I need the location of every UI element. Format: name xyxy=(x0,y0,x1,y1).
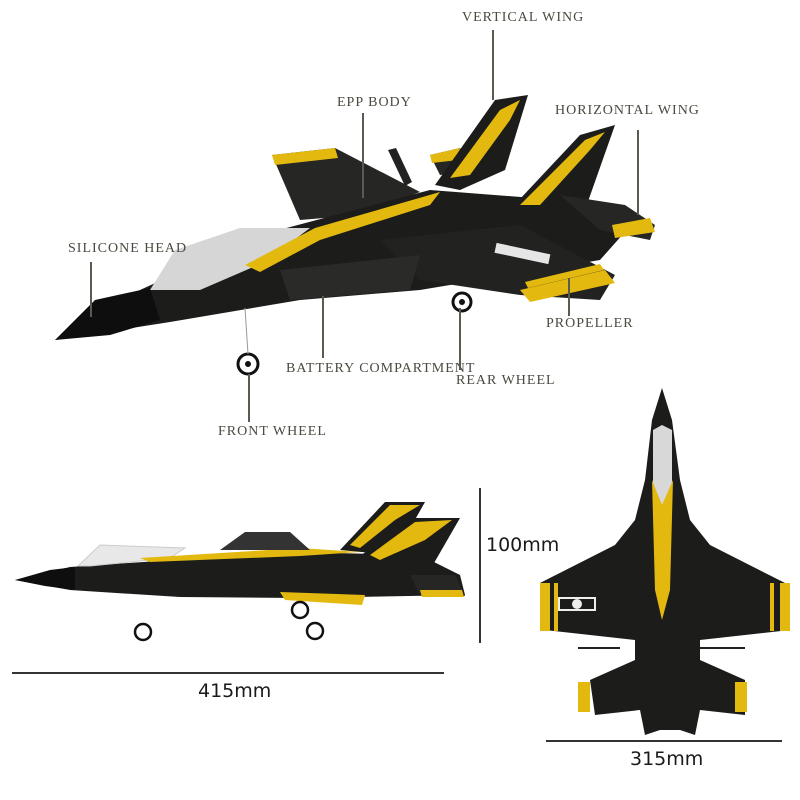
callout-battery-compartment: BATTERY COMPARTMENT xyxy=(286,361,476,376)
leader-battery-compartment xyxy=(322,296,324,358)
leader-horizontal-wing xyxy=(637,130,639,215)
height-dimension-line xyxy=(479,488,481,643)
leader-silicone-head xyxy=(90,262,92,317)
callout-propeller: PROPELLER xyxy=(546,316,634,331)
leader-rear-wheel xyxy=(459,308,461,370)
height-dimension-label: 100mm xyxy=(486,534,560,556)
top-view-jet-image xyxy=(540,388,790,735)
side-view-jet-image xyxy=(15,502,465,642)
wingspan-dimension-label: 315mm xyxy=(630,748,704,770)
length-dimension-label: 415mm xyxy=(198,680,272,702)
length-dimension-line xyxy=(12,672,444,674)
leader-front-wheel xyxy=(248,374,250,422)
callout-front-wheel: FRONT WHEEL xyxy=(218,424,327,439)
callout-vertical-wing: VERTICAL WING xyxy=(462,10,585,25)
leader-epp-body xyxy=(362,113,364,198)
leader-propeller xyxy=(568,278,570,316)
callout-epp-body: EPP BODY xyxy=(337,95,412,110)
callout-rear-wheel: REAR WHEEL xyxy=(456,373,556,388)
perspective-jet-image xyxy=(55,95,655,376)
wingspan-dimension-line xyxy=(546,740,782,742)
callout-horizontal-wing: HORIZONTAL WING xyxy=(555,103,700,118)
callout-silicone-head: SILICONE HEAD xyxy=(68,241,188,256)
leader-vertical-wing xyxy=(492,30,494,100)
